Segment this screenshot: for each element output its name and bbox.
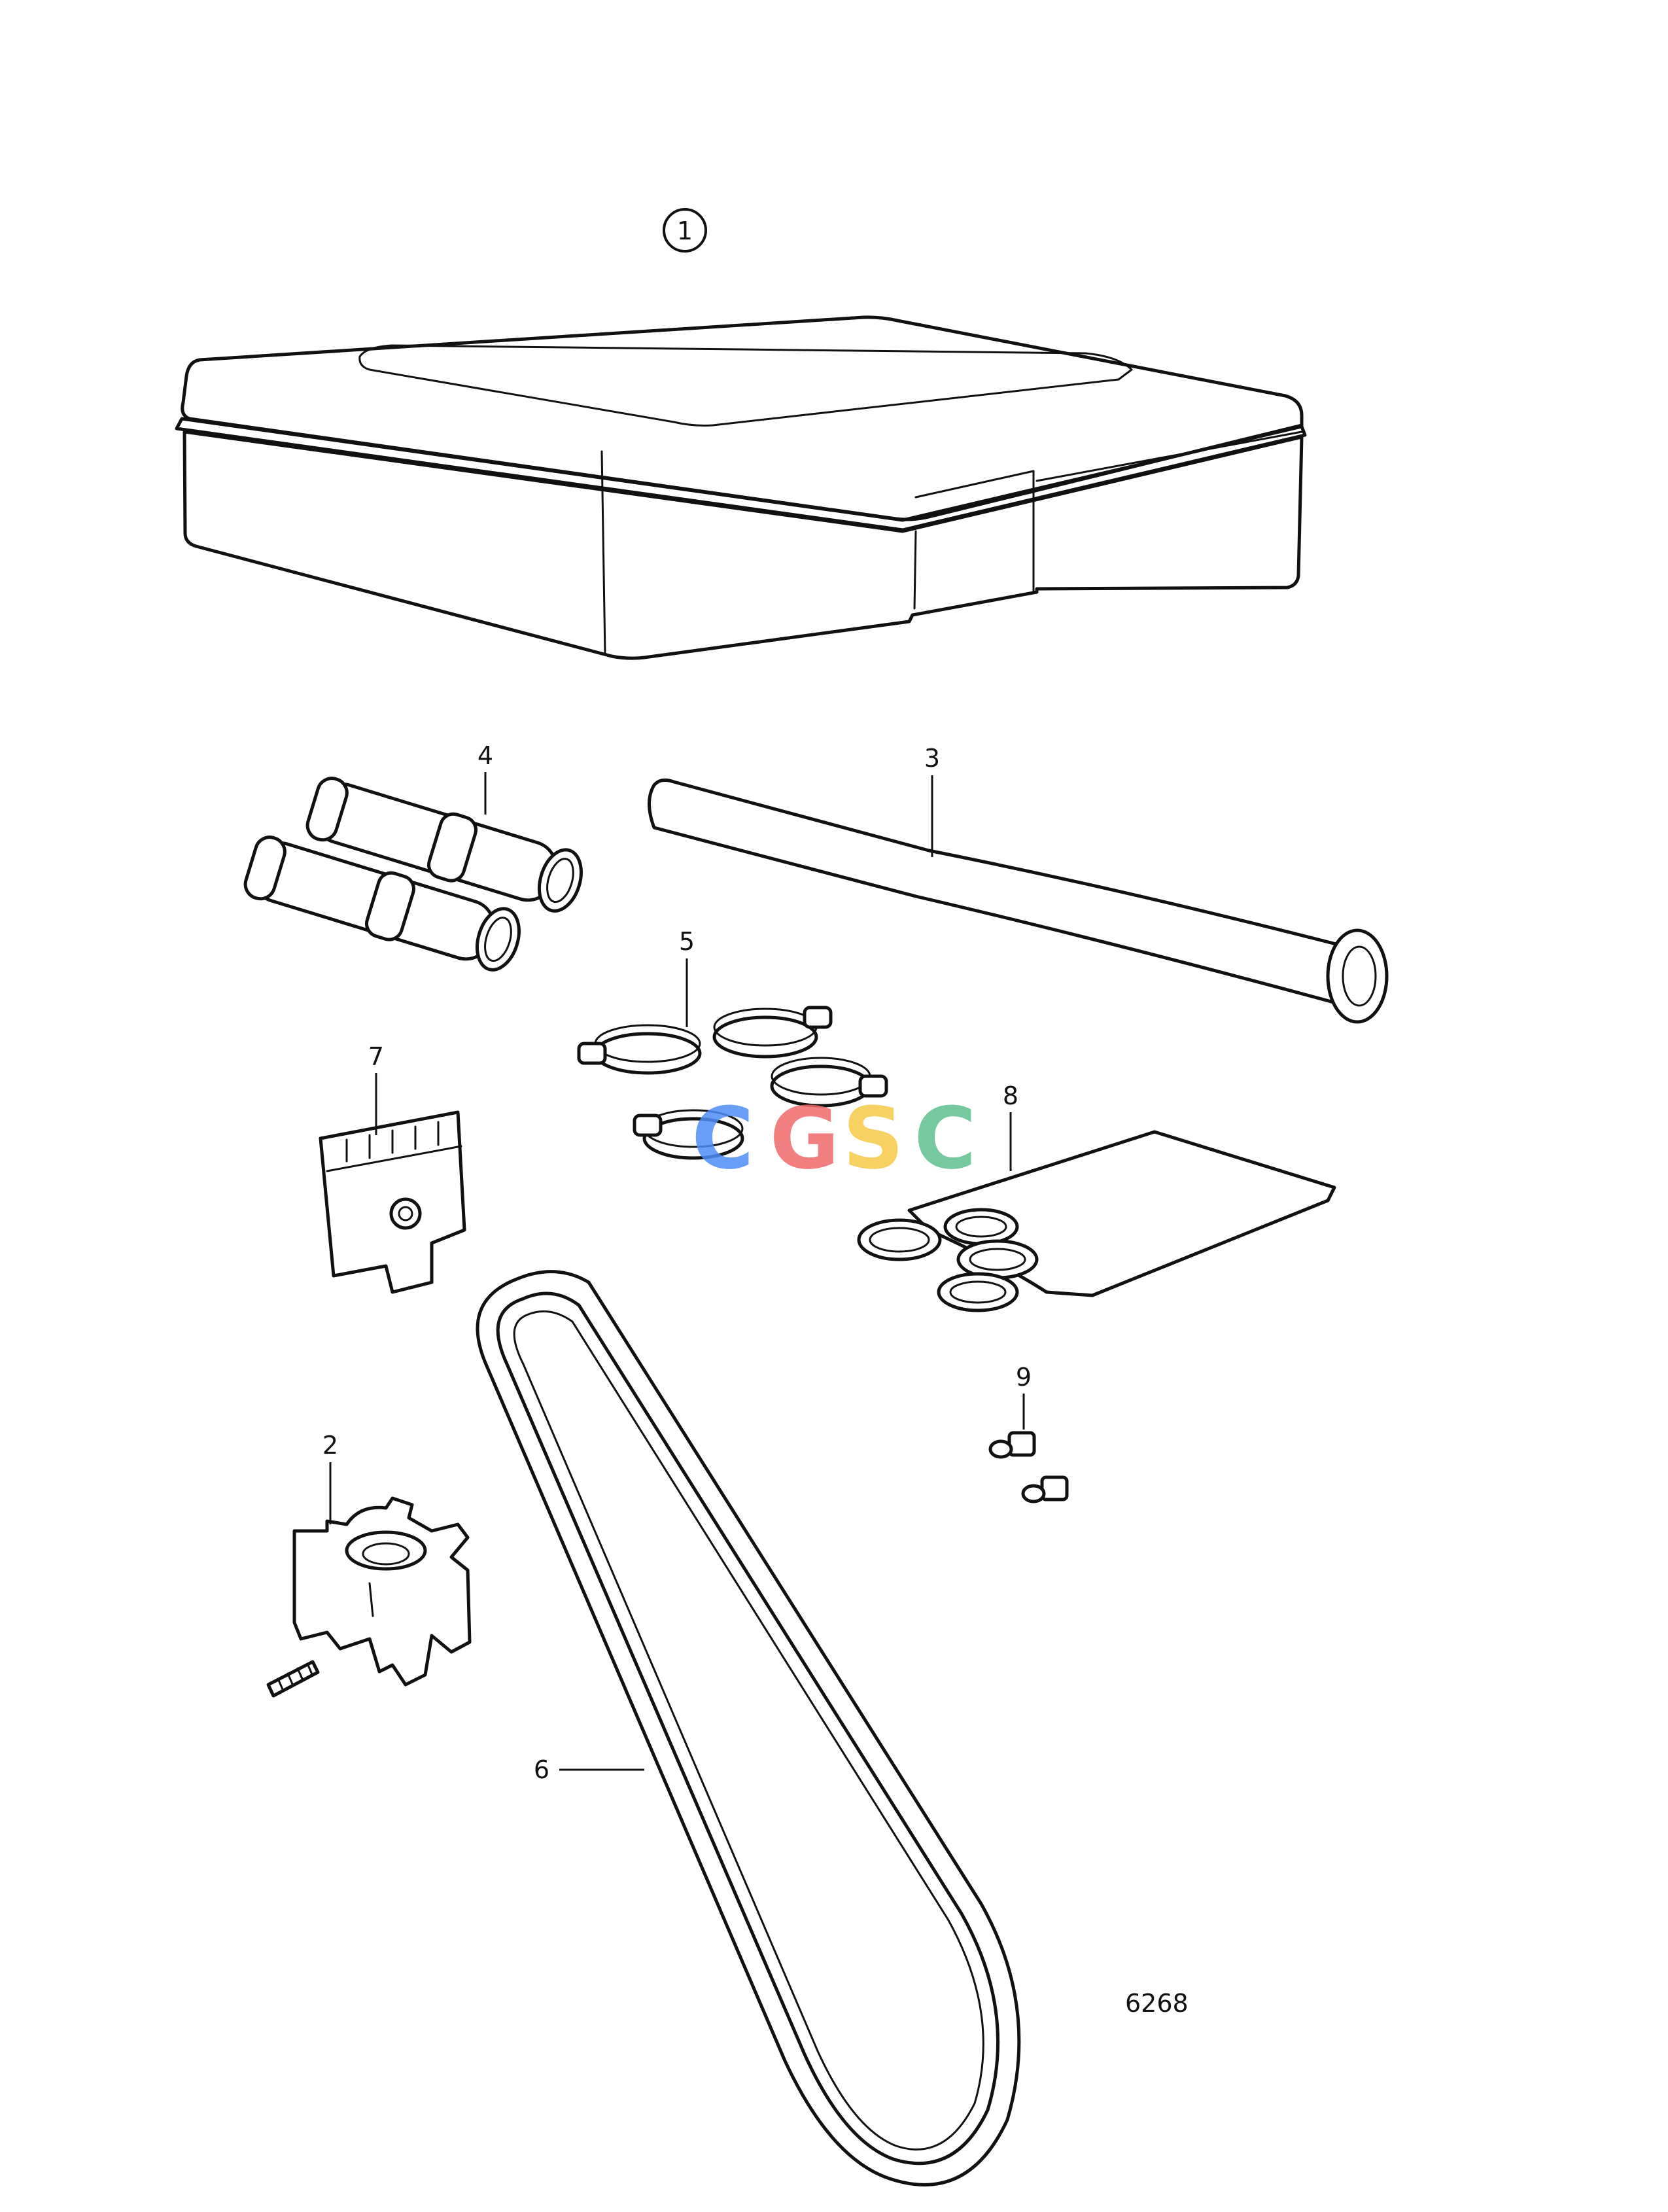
callout-label-1: 1 [677,217,693,245]
callout-label-3: 3 [924,744,940,773]
watermark-letter: G [770,1089,840,1188]
watermark-letter: S [843,1089,904,1188]
callout-label-2: 2 [322,1431,338,1460]
callout-label-5: 5 [679,927,695,956]
impeller-icon: 2 [266,1431,472,1698]
bulb-icon: 9 [988,1363,1069,1503]
callout-label-4: 4 [478,741,493,770]
connector-icon: 7 [319,1042,466,1294]
callout-1-kit: 1 [663,208,707,253]
storage-box-icon [175,315,1307,660]
pipe-connector-icon: 4 [243,741,583,972]
v-belt-icon: 6 [476,1270,1021,2186]
callout-label-8: 8 [1003,1081,1018,1110]
watermark-letter: C [914,1089,976,1188]
sealing-rings-bag-icon: 8 [857,1081,1336,1312]
hose-icon: 3 [648,744,1389,1024]
callout-label-6: 6 [534,1755,549,1784]
hose-clamp-icon: 5 [577,927,888,1160]
drawing-number: 6268 [1125,1989,1189,2018]
callout-label-7: 7 [368,1042,384,1071]
callout-label-9: 9 [1016,1363,1032,1392]
watermark-letter: C [691,1089,754,1188]
watermark-logo: C G S C [691,1089,976,1188]
